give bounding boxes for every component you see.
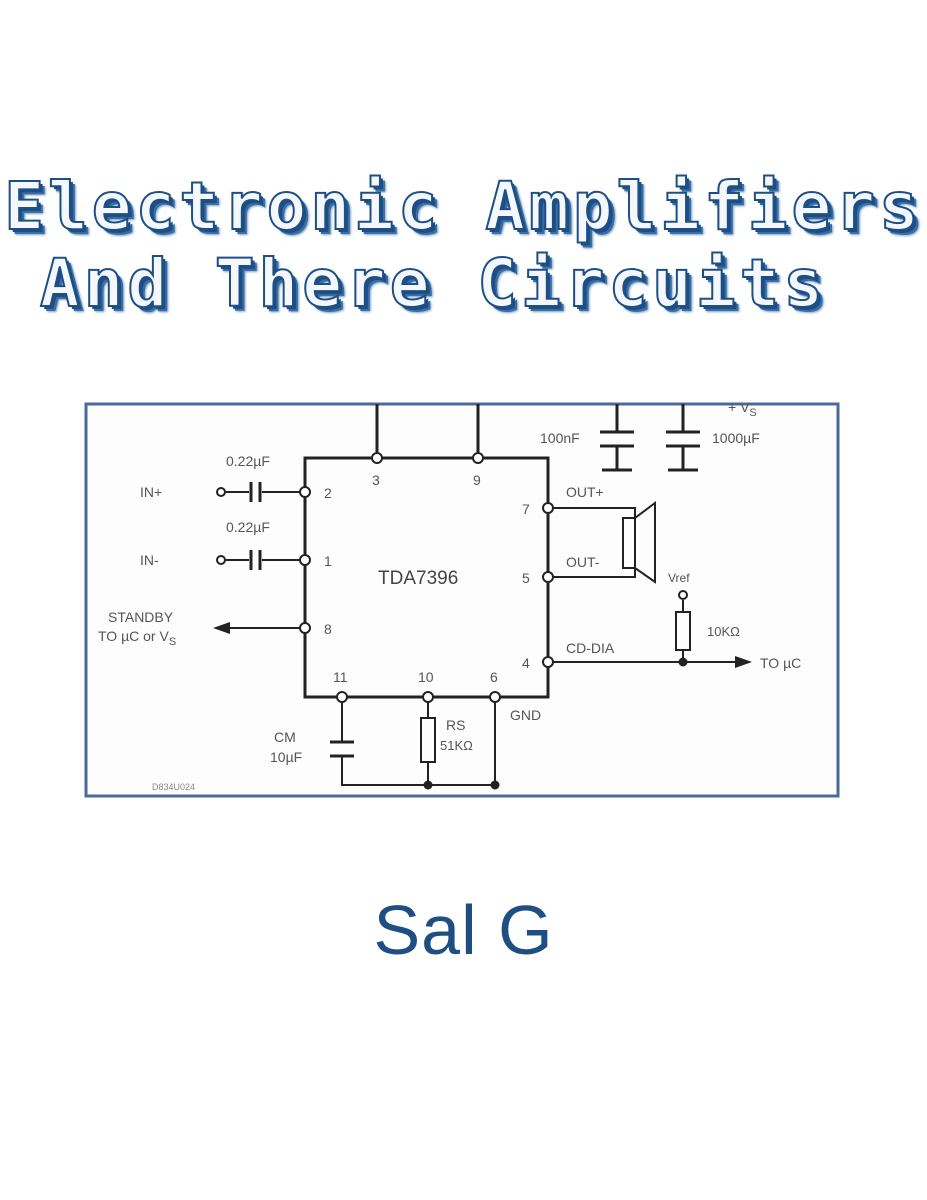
label-rs: RS [446,717,465,733]
label-cm: CM [274,729,296,745]
label-standby-subscript: S [169,636,176,648]
arrow-to-uc [735,656,752,668]
junction [490,780,500,790]
pin-3: 3 [372,472,380,488]
pin-4: 4 [522,655,530,671]
title-line-1: Electronic Amplifiers [3,167,923,246]
label-cm-value: 10µF [270,749,302,765]
pin-8: 8 [324,621,332,637]
label-gnd: GND [510,707,541,723]
label-out-minus: OUT- [566,554,600,570]
wire-supply [375,404,685,470]
label-in-minus: IN- [140,552,159,568]
capacitor-cm [330,740,354,758]
label-1000uf: 1000µF [712,430,760,446]
capacitor-1000uf [666,430,700,472]
title-line-2: And There Circuits [39,244,828,323]
pin-markers [216,452,554,703]
label-cap2: 0.22µF [226,519,270,535]
resistor-10k [675,611,691,651]
label-cd-dia: CD-DIA [566,640,615,656]
capacitor-100nf [600,430,634,472]
label-in-plus: IN+ [140,484,162,500]
pin-6: 6 [490,669,498,685]
label-vs-subscript: S [749,407,756,419]
drawing-code: D834U024 [152,782,195,792]
label-rs-value: 51KΩ [440,738,473,753]
wire-outputs [548,507,636,578]
label-out-plus: OUT+ [566,484,604,500]
label-standby-target: TO µC or VS [98,628,176,648]
junction [678,657,688,667]
chip-label: TDA7396 [378,568,458,589]
pin-1: 1 [324,553,332,569]
label-vs-text: + V [728,399,750,415]
label-100nf: 100nF [540,430,580,446]
label-vref: Vref [668,571,690,585]
vref-terminal [678,590,688,600]
author-name: Sal G [373,891,554,969]
capacitor-in-plus [249,482,262,502]
pin-11: 11 [333,669,348,685]
pin-9: 9 [473,472,481,488]
label-standby-target-text: TO µC or V [98,628,169,644]
schematic-frame [84,402,840,798]
wire-bottom [341,697,496,786]
label-standby: STANDBY [108,609,174,625]
junction [423,780,433,790]
resistor-rs [420,717,436,763]
label-cap1: 0.22µF [226,453,270,469]
pin-5: 5 [522,570,530,586]
capacitor-in-minus [249,550,262,570]
pin-2: 2 [324,485,332,501]
pin-10: 10 [418,669,434,685]
label-vs: + VS [728,399,757,419]
speaker-cone [634,501,656,584]
label-10k: 10KΩ [707,624,740,639]
label-to-uc: TO µC [760,655,801,671]
arrow-standby [213,622,230,634]
pin-7: 7 [522,501,530,517]
